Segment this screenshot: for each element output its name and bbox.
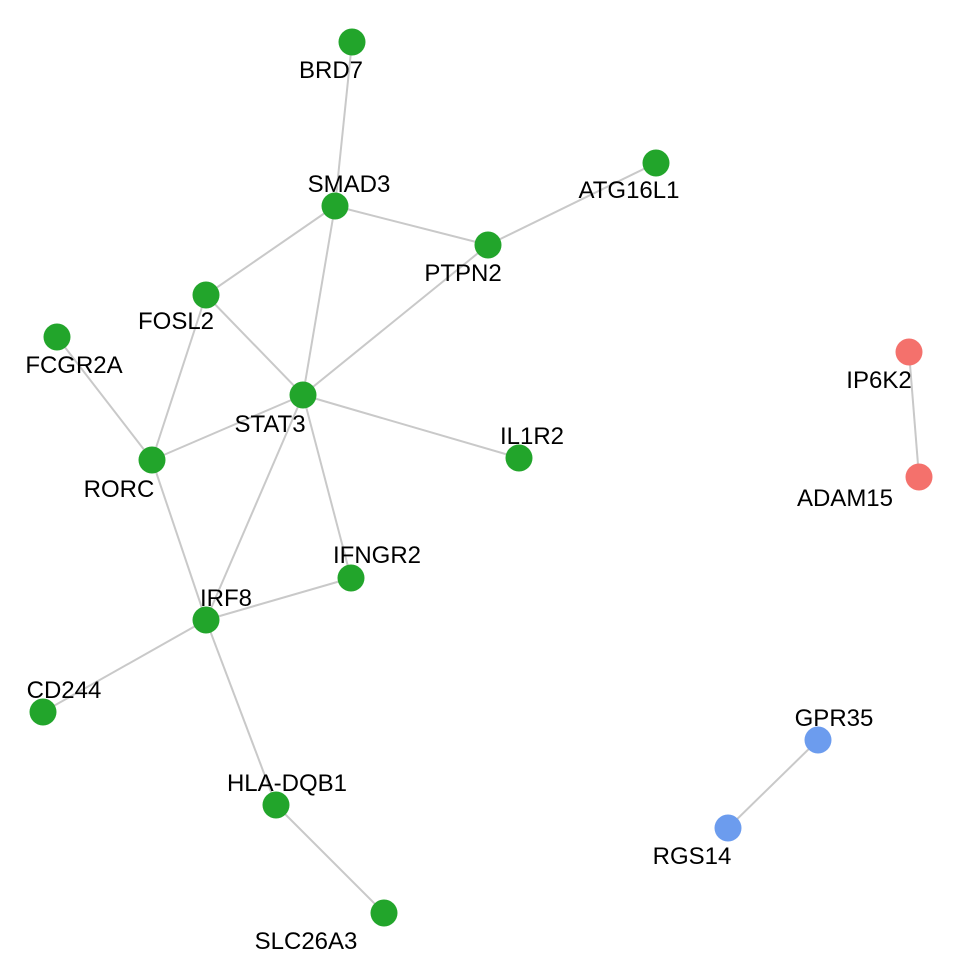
node-IFNGR2[interactable] bbox=[337, 564, 365, 592]
node-label-IFNGR2: IFNGR2 bbox=[333, 542, 421, 569]
edge-IRF8-HLA-DQB1 bbox=[205, 619, 277, 806]
edge-HLA-DQB1-SLC26A3 bbox=[275, 804, 385, 914]
edge-FOSL2-STAT3 bbox=[205, 294, 304, 396]
edge-IRF8-IFNGR2 bbox=[205, 577, 352, 621]
edge-SMAD3-STAT3 bbox=[302, 205, 336, 396]
node-CD244[interactable] bbox=[29, 698, 57, 726]
node-label-STAT3: STAT3 bbox=[234, 411, 305, 438]
node-STAT3[interactable] bbox=[289, 381, 317, 409]
edge-IP6K2-ADAM15 bbox=[908, 351, 920, 478]
node-label-ADAM15: ADAM15 bbox=[797, 485, 893, 512]
node-label-HLA-DQB1: HLA-DQB1 bbox=[227, 770, 347, 797]
node-label-IP6K2: IP6K2 bbox=[846, 367, 911, 394]
node-BRD7[interactable] bbox=[338, 28, 366, 56]
edge-STAT3-IFNGR2 bbox=[302, 394, 352, 579]
edge-FCGR2A-RORC bbox=[56, 336, 153, 461]
node-PTPN2[interactable] bbox=[474, 231, 502, 259]
node-label-BRD7: BRD7 bbox=[299, 57, 363, 84]
node-label-IRF8: IRF8 bbox=[200, 585, 252, 612]
node-label-SMAD3: SMAD3 bbox=[308, 171, 391, 198]
node-label-SLC26A3: SLC26A3 bbox=[255, 928, 358, 955]
node-RORC[interactable] bbox=[138, 446, 166, 474]
node-label-GPR35: GPR35 bbox=[795, 705, 874, 732]
edge-SMAD3-PTPN2 bbox=[334, 205, 489, 246]
edge-SMAD3-FOSL2 bbox=[205, 205, 336, 296]
node-label-PTPN2: PTPN2 bbox=[424, 260, 501, 287]
node-SMAD3[interactable] bbox=[321, 192, 349, 220]
edge-IRF8-CD244 bbox=[42, 619, 207, 713]
edge-STAT3-IL1R2 bbox=[302, 394, 520, 459]
node-IRF8[interactable] bbox=[192, 606, 220, 634]
edge-PTPN2-STAT3 bbox=[302, 244, 489, 396]
node-label-FCGR2A: FCGR2A bbox=[25, 352, 122, 379]
edge-RORC-IRF8 bbox=[151, 459, 207, 621]
node-IP6K2[interactable] bbox=[895, 338, 923, 366]
node-IL1R2[interactable] bbox=[505, 444, 533, 472]
node-label-CD244: CD244 bbox=[27, 677, 102, 704]
node-HLA-DQB1[interactable] bbox=[262, 791, 290, 819]
node-label-RGS14: RGS14 bbox=[653, 843, 732, 870]
node-FOSL2[interactable] bbox=[192, 281, 220, 309]
node-ATG16L1[interactable] bbox=[642, 149, 670, 177]
edge-GPR35-RGS14 bbox=[727, 739, 819, 829]
node-SLC26A3[interactable] bbox=[370, 899, 398, 927]
edge-STAT3-IRF8 bbox=[205, 394, 304, 621]
edge-BRD7-SMAD3 bbox=[334, 41, 353, 207]
node-label-IL1R2: IL1R2 bbox=[500, 423, 564, 450]
node-label-RORC: RORC bbox=[84, 476, 155, 503]
edge-PTPN2-ATG16L1 bbox=[487, 162, 657, 246]
node-RGS14[interactable] bbox=[714, 814, 742, 842]
edge-FOSL2-RORC bbox=[151, 294, 207, 461]
node-GPR35[interactable] bbox=[804, 726, 832, 754]
node-FCGR2A[interactable] bbox=[43, 323, 71, 351]
node-label-FOSL2: FOSL2 bbox=[138, 308, 214, 335]
edge-STAT3-RORC bbox=[151, 394, 304, 461]
node-label-ATG16L1: ATG16L1 bbox=[579, 177, 680, 204]
node-ADAM15[interactable] bbox=[905, 463, 933, 491]
